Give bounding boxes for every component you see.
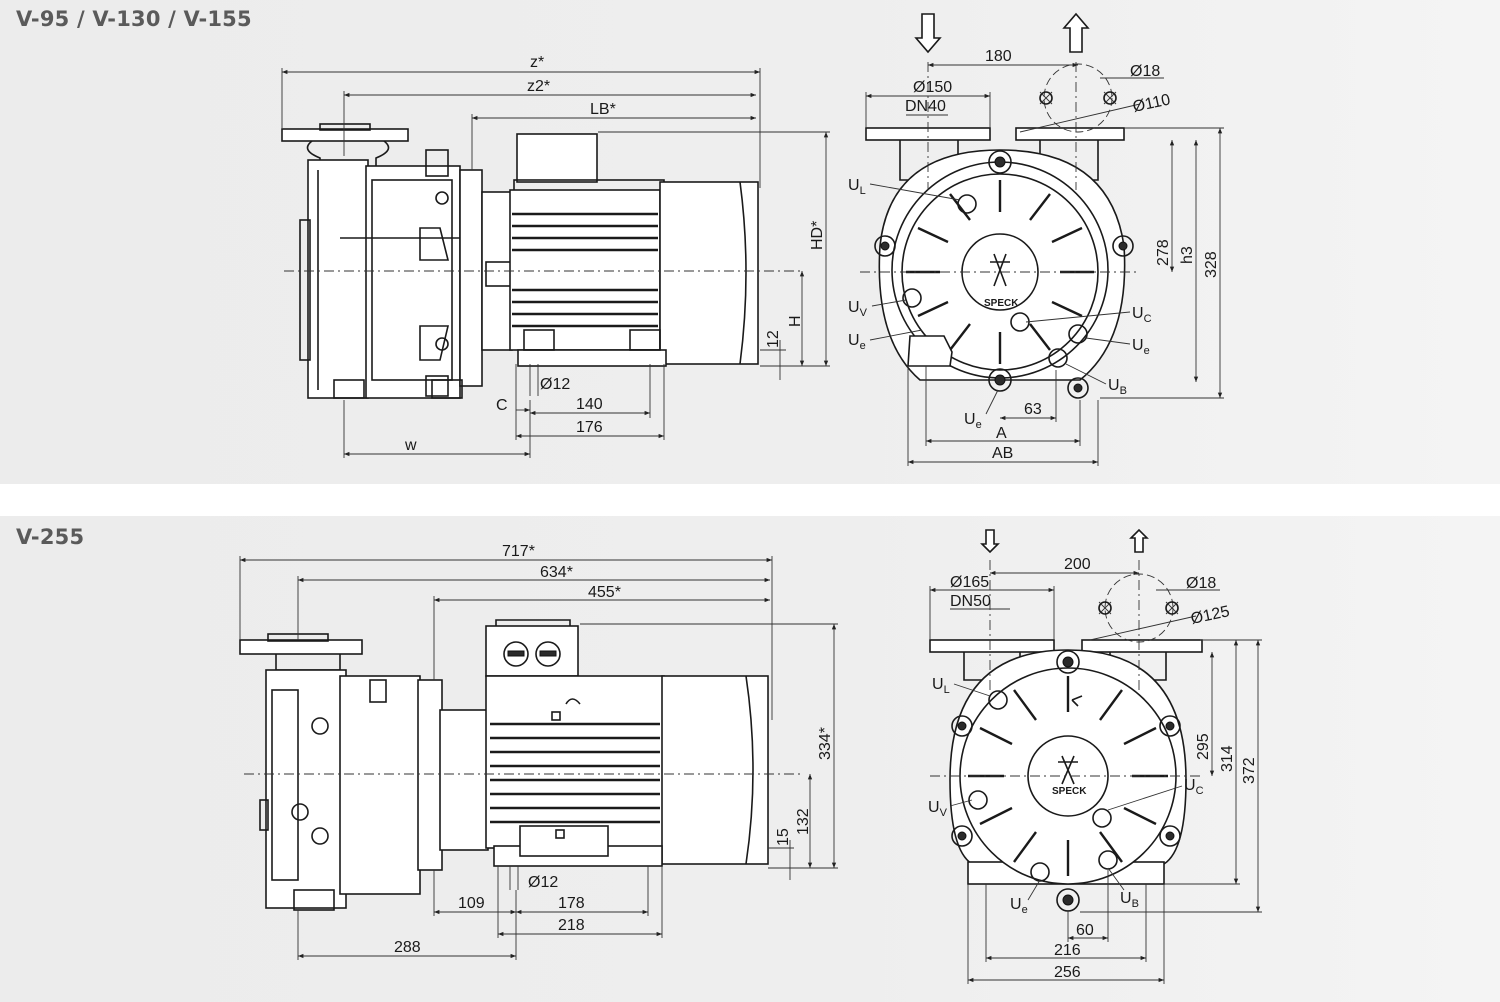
motor-fins-top	[512, 212, 658, 328]
label-ul-bottom: UL	[932, 676, 950, 696]
dim-178: 178	[558, 895, 585, 912]
dim-a: A	[996, 425, 1007, 442]
label-ub-bottom: UB	[1120, 890, 1139, 910]
dim-314: 314	[1219, 745, 1236, 772]
dim-140: 140	[576, 396, 603, 413]
dim-d150: Ø150	[913, 79, 952, 96]
dim-ab: AB	[992, 445, 1013, 462]
dim-288: 288	[394, 939, 421, 956]
dim-12-top: 12	[765, 330, 782, 348]
label-uc-bottom: UC	[1184, 777, 1204, 797]
label-ue-bottom-top: Ue	[964, 411, 982, 431]
dim-256: 256	[1054, 964, 1081, 981]
label-uc-top: UC	[1132, 305, 1152, 325]
dim-d110: Ø110	[1131, 91, 1172, 116]
dim-c: C	[496, 397, 508, 414]
dim-132: 132	[795, 808, 812, 835]
dim-d18-top: Ø18	[1130, 63, 1160, 80]
logo-speck-top: SPECK	[984, 298, 1019, 309]
dim-372: 372	[1241, 757, 1258, 784]
dim-328: 328	[1203, 251, 1220, 278]
dim-455: 455*	[588, 584, 621, 601]
outlet-arrow-icon-bottom	[1129, 528, 1149, 553]
bottom-front-view: SPECK 200 Ø165 DN50 Ø18 Ø125 UL U	[928, 528, 1262, 984]
dim-634: 634*	[540, 564, 573, 581]
label-uv-bottom: UV	[928, 799, 948, 819]
dim-d125: Ø125	[1189, 603, 1231, 628]
top-front-view: SPECK 180 Ø150 DN40 Ø18 Ø110	[848, 12, 1224, 466]
dim-h: H	[787, 315, 804, 327]
dim-218: 218	[558, 917, 585, 934]
label-ue-bottom: Ue	[1010, 896, 1028, 916]
label-ub-top: UB	[1108, 377, 1127, 397]
dim-176: 176	[576, 419, 603, 436]
dim-109: 109	[458, 895, 485, 912]
dim-hd: HD*	[809, 221, 826, 250]
dim-d12-top: Ø12	[540, 376, 570, 393]
dim-216: 216	[1054, 942, 1081, 959]
dim-d12-bottom: Ø12	[528, 874, 558, 891]
outlet-arrow-icon	[1062, 12, 1090, 53]
section-title-top: V-95 / V-130 / V-155	[16, 7, 252, 31]
dim-d18-bottom: Ø18	[1186, 575, 1216, 592]
dim-717: 717*	[502, 543, 535, 560]
label-uv-top: UV	[848, 299, 868, 319]
dim-60: 60	[1076, 922, 1094, 939]
dim-200: 200	[1064, 556, 1091, 573]
dim-dn40: DN40	[905, 98, 946, 115]
dim-278: 278	[1155, 239, 1172, 266]
motor-fins-bottom	[490, 722, 660, 824]
dim-lb: LB*	[590, 101, 616, 118]
label-ue-left-top: Ue	[848, 332, 866, 352]
dim-63: 63	[1024, 401, 1042, 418]
label-ue-right-top: Ue	[1132, 337, 1150, 357]
dim-295: 295	[1195, 733, 1212, 760]
dim-h3: h3	[1179, 246, 1196, 264]
dim-z: z*	[530, 54, 544, 71]
inlet-arrow-icon	[914, 13, 942, 54]
logo-speck-bottom: SPECK	[1052, 786, 1087, 797]
section-title-bottom: V-255	[16, 525, 85, 549]
dim-dn50: DN50	[950, 593, 991, 610]
dim-334: 334*	[817, 727, 834, 760]
dim-z2: z2*	[527, 78, 550, 95]
dim-w: w	[404, 437, 417, 454]
dim-180: 180	[985, 48, 1012, 65]
dim-15: 15	[775, 828, 792, 846]
inlet-arrow-icon-bottom	[980, 529, 1000, 554]
top-side-view: z* z2* LB* HD* H 12 Ø12 C 140 176 w	[281, 54, 830, 458]
dim-d165: Ø165	[950, 574, 989, 591]
label-ul-top: UL	[848, 177, 866, 197]
bottom-side-view: 717* 634* 455* 334* 132 15 Ø12 109 178 2…	[239, 543, 838, 960]
